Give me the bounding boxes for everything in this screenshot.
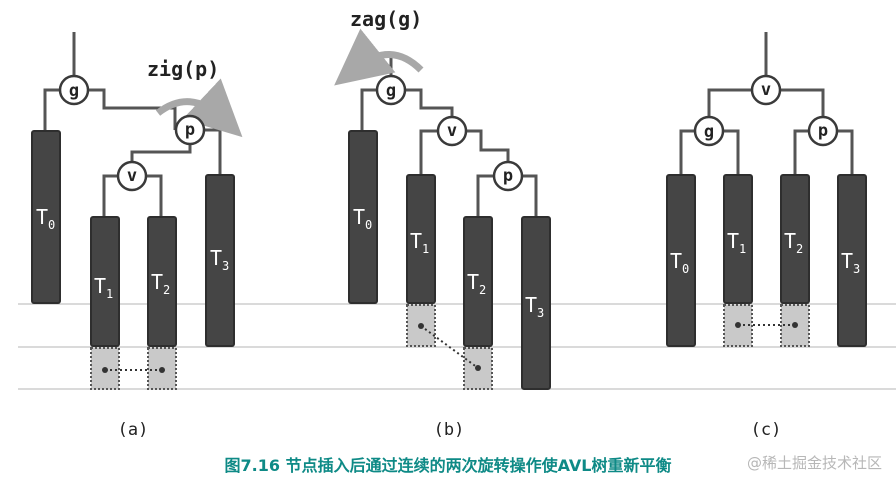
panel-a-t3-label: T3 <box>210 246 229 273</box>
panel-c-subtree-t1 <box>723 174 753 304</box>
panel-b-edges <box>360 57 538 219</box>
panel-b-node-p-label: p <box>503 166 513 186</box>
panel-a-node-v-label: v <box>127 166 137 186</box>
panel-a-node-p-label: p <box>185 120 195 140</box>
panel-c-node-p <box>807 115 839 147</box>
panel-c-dot <box>792 322 798 328</box>
panel-a-subtree-t0 <box>31 130 61 304</box>
panel-c-edges <box>679 32 854 176</box>
panel-b-dot <box>475 365 481 371</box>
panel-b-t0-label: T0 <box>353 205 372 232</box>
panel-b-node-g <box>375 74 407 106</box>
panel-a-node-g-label: g <box>69 81 79 101</box>
panel-c-node-g <box>693 115 725 147</box>
panel-c-node-v-label: v <box>761 80 771 100</box>
panel-a-op-label: zig(p) <box>147 57 219 81</box>
panel-a-subtree-t3 <box>205 174 235 347</box>
panel-b-node-g-label: g <box>386 81 396 101</box>
panel-b-subtree-t1 <box>406 174 436 304</box>
panel-b-op-label: zag(g) <box>350 7 422 31</box>
panel-b-t1-label: T1 <box>410 229 429 256</box>
figure-caption: 图7.16 节点插入后通过连续的两次旋转操作使AVL树重新平衡 <box>224 456 672 475</box>
panel-c: T0 T1 T2 T3 v g p (c) <box>666 32 867 440</box>
panel-c-subtree-t0 <box>666 174 696 347</box>
panel-a-subtree-t2 <box>147 216 177 347</box>
panel-c-node-v <box>750 74 782 106</box>
panel-a-t1-label: T1 <box>94 274 113 301</box>
panel-c-t0-label: T0 <box>670 249 689 276</box>
panel-a-t0-label: T0 <box>36 205 55 232</box>
zag-rotation-arrow <box>334 28 424 86</box>
panel-b: zag(g) T0 T1 T2 T3 g v p (b) <box>334 7 551 440</box>
panel-b-subtree-t3 <box>521 216 551 390</box>
panel-c-node-g-label: g <box>704 122 714 142</box>
panel-c-t3-label: T3 <box>841 249 860 276</box>
panel-c-node-p-label: p <box>818 121 828 141</box>
panel-c-t1-label: T1 <box>727 229 746 256</box>
panel-b-node-p <box>492 160 524 192</box>
panel-b-subtree-t2 <box>463 216 493 347</box>
zig-rotation-arrow <box>155 78 243 138</box>
panel-a-node-g <box>58 74 90 106</box>
panel-b-dot <box>418 323 424 329</box>
panel-c-caption-label: (c) <box>751 420 782 440</box>
panel-b-t2-label: T2 <box>467 270 486 297</box>
panel-a-dot <box>159 367 165 373</box>
watermark: @稀土掘金技术社区 <box>746 454 882 472</box>
panel-a: zig(p) T0 T1 T2 T3 g p v (a) <box>31 32 243 440</box>
panel-c-dot <box>735 322 741 328</box>
panel-b-t3-label: T3 <box>525 293 544 320</box>
panel-a-node-p <box>174 114 206 146</box>
panel-b-dotted-link <box>420 325 479 369</box>
panel-a-t2-label: T2 <box>151 270 170 297</box>
panel-a-subtree-t1 <box>90 216 120 347</box>
panel-c-subtree-t2 <box>780 174 810 304</box>
panel-b-subtree-t0 <box>348 130 378 304</box>
panel-c-subtree-t3 <box>837 174 867 347</box>
panel-b-node-v <box>436 115 468 147</box>
panel-a-dot <box>102 367 108 373</box>
panel-b-node-v-label: v <box>447 121 457 141</box>
panel-c-t2-label: T2 <box>784 229 803 256</box>
panel-a-node-v <box>116 160 148 192</box>
panel-a-caption-label: (a) <box>118 420 149 440</box>
panel-b-caption-label: (b) <box>434 420 465 440</box>
